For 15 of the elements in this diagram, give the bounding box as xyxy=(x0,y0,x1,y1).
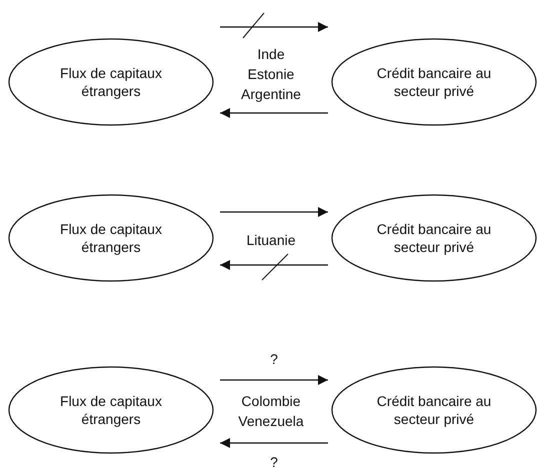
node-label: Flux de capitaux étrangers xyxy=(59,392,163,428)
node-label: Flux de capitaux étrangers xyxy=(59,220,163,256)
ellipse-node xyxy=(8,194,214,282)
ellipse-node xyxy=(331,38,537,126)
country-label: Inde Estonie Argentine xyxy=(240,45,302,104)
ellipse-node xyxy=(331,194,537,282)
node-label: Crédit bancaire au secteur privé xyxy=(376,392,492,428)
node-label: Crédit bancaire au secteur privé xyxy=(376,64,492,100)
node-label: Crédit bancaire au secteur privé xyxy=(376,220,492,256)
ellipse-node xyxy=(8,38,214,126)
node-label: Flux de capitaux étrangers xyxy=(59,64,163,100)
country-label: Lituanie xyxy=(245,231,297,250)
ellipse-node xyxy=(331,366,537,454)
ellipse-node xyxy=(8,366,214,454)
country-label: Colombie Venezuela xyxy=(237,392,305,431)
